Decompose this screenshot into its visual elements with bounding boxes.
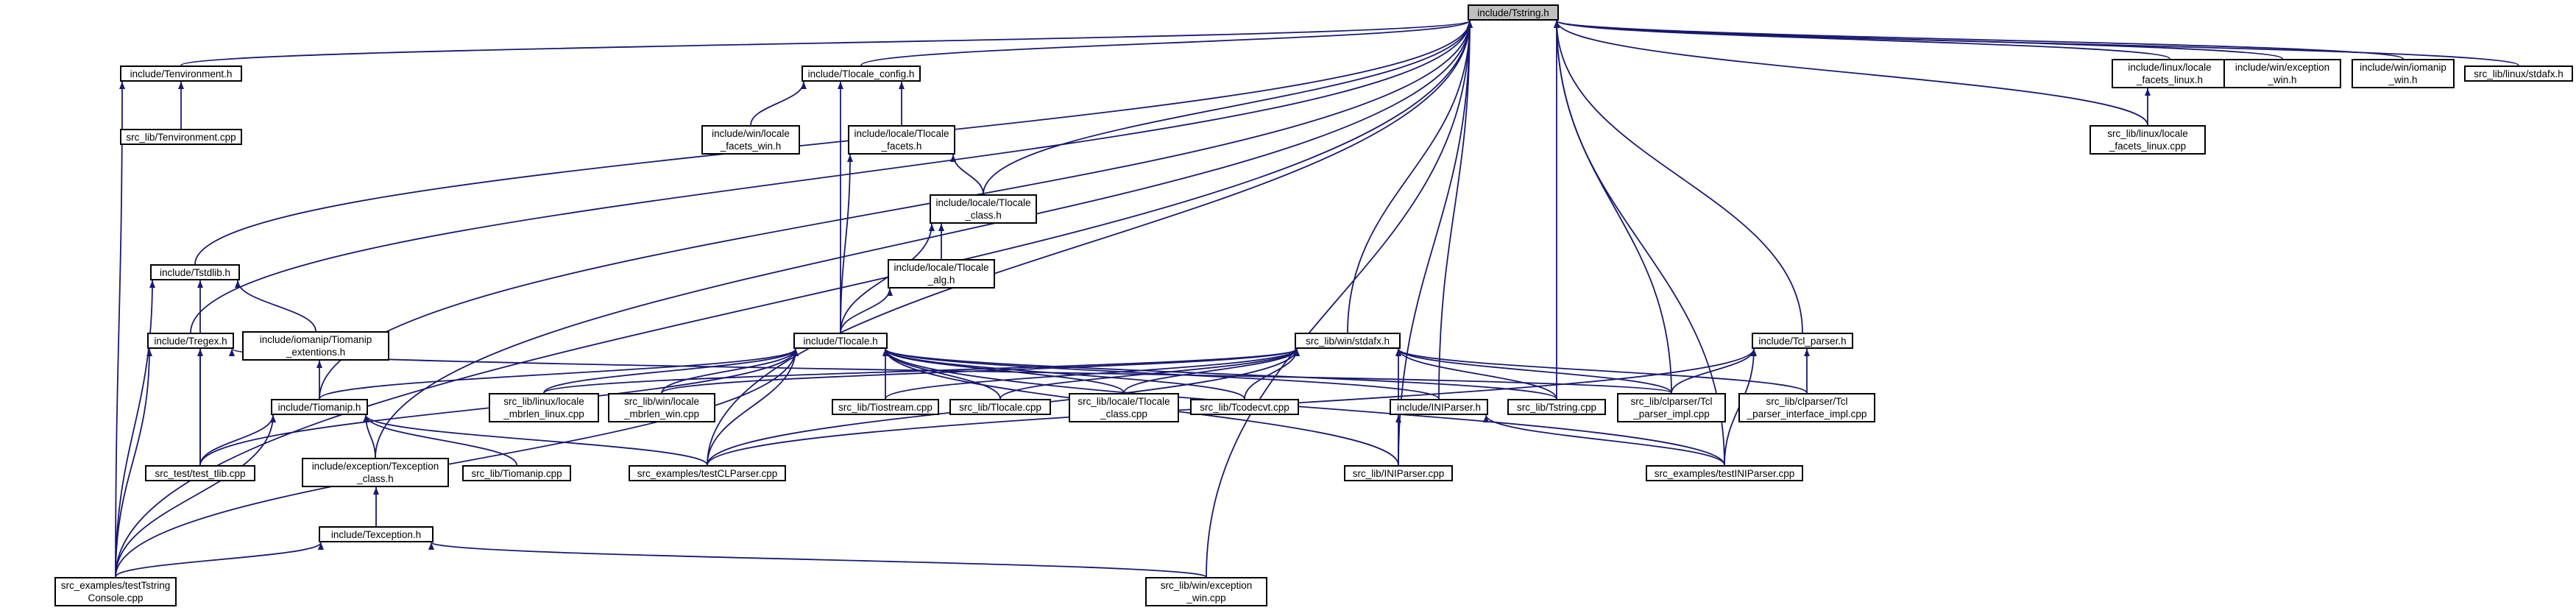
dependency-edge-n27-to-n9 [882, 348, 1440, 400]
dependency-edge-n9-to-n7 [840, 223, 935, 333]
node-src-lib-tstring-cpp[interactable]: src_lib/Tstring.cpp [1507, 399, 1606, 415]
node-src-test-test-tlib-cpp[interactable]: src_test/test_tlib.cpp [145, 465, 255, 481]
node-include-tiomanip-h[interactable]: include/Tiomanip.h [271, 399, 368, 415]
node-include-tstdlib-h[interactable]: include/Tstdlib.h [150, 264, 240, 280]
node-include-exception-texception-class-h[interactable]: include/exception/Texception _class.h [302, 458, 449, 487]
dependency-edge-n3-to-n16 [115, 542, 324, 578]
dependency-edge-n29-to-n0 [1554, 20, 1672, 394]
node-src-lib-clparser-tcl-parser-impl-cpp[interactable]: src_lib/clparser/Tcl _parser_impl.cpp [1617, 393, 1726, 422]
dependency-edge-n13-to-n9 [319, 348, 799, 400]
node-include-win-exception-win-h[interactable]: include/win/exception _win.h [2223, 59, 2341, 88]
node-include-iomanip-tiomanip-extentions-h[interactable]: include/iomanip/Tiomanip _extentions.h [242, 331, 389, 361]
node-src-lib-linux-locale-mbrlen-linux-cpp[interactable]: src_lib/linux/locale _mbrlen_linux.cpp [489, 393, 599, 422]
dependency-edge-n23-to-n9 [882, 348, 1001, 400]
dependency-edge-n32-to-n9 [882, 348, 1725, 466]
dependency-edge-n20-to-n9 [543, 348, 799, 394]
dependency-edge-n31-to-n0 [1398, 20, 1473, 466]
dependency-edge-n3-to-n0 [115, 20, 1473, 578]
dependency-edge-n3-to-n10 [115, 280, 155, 578]
node-src-lib-linux-stdafx-h[interactable]: src_lib/linux/stdafx.h [2464, 66, 2573, 82]
node-include-tcl-parser-h[interactable]: include/Tcl_parser.h [1752, 333, 1853, 349]
dependency-edge-n30-to-n26 [1395, 348, 1808, 394]
node-include-locale-tlocale-class-h[interactable]: include/locale/Tlocale _class.h [930, 194, 1037, 224]
dependency-edge-n15-to-n0 [375, 20, 1473, 459]
dependency-edge-n17-to-n0 [1206, 20, 1473, 578]
dependency-edge-n10-to-n0 [194, 20, 1473, 265]
dependency-edge-n26-to-n0 [1347, 20, 1473, 333]
node-src-examples-testclparser-cpp[interactable]: src_examples/testCLParser.cpp [629, 465, 786, 481]
dependency-edge-n14-to-n13 [199, 414, 276, 466]
dependency-edge-n28-to-n9 [882, 348, 1557, 400]
node-src-lib-tcodecvt-cpp[interactable]: src_lib/Tcodecvt.cpp [1190, 399, 1299, 415]
node-include-locale-tlocale-facets-h[interactable]: include/locale/Tlocale _facets.h [848, 125, 955, 155]
dependency-edge-n18-to-n13 [363, 414, 517, 466]
dependency-edge-n3-to-n9 [115, 348, 799, 578]
node-src-lib-win-stdafx-h[interactable]: src_lib/win/stdafx.h [1295, 333, 1401, 349]
dependency-edge-n17-to-n16 [428, 542, 1207, 578]
dependency-edge-n21-to-n26 [661, 348, 1300, 394]
dependency-edge-n9-to-n6 [840, 154, 853, 333]
dependency-edge-n7-to-n6 [950, 154, 984, 195]
dependency-edge-n22-to-n26 [885, 348, 1300, 400]
node-include-win-locale-facets-win-h[interactable]: include/win/locale _facets_win.h [701, 125, 800, 155]
dependency-edge-n29-to-n26 [1395, 348, 1672, 394]
dependency-edge-n19-to-n9 [707, 348, 799, 466]
dependency-edge-n4-to-n0 [860, 20, 1473, 66]
dependency-edge-n20-to-n26 [543, 348, 1300, 394]
node-src-lib-linux-locale-facets-linux-cpp[interactable]: src_lib/linux/locale _facets_linux.cpp [2090, 125, 2206, 155]
node-include-tlocale-config-h[interactable]: include/Tlocale_config.h [802, 66, 921, 82]
dependency-edge-n1-to-n0 [180, 20, 1473, 66]
node-include-texception-h[interactable]: include/Texception.h [319, 526, 434, 542]
node-src-lib-win-exception-win-cpp[interactable]: src_lib/win/exception _win.cpp [1145, 577, 1267, 606]
node-src-lib-tlocale-cpp[interactable]: src_lib/Tlocale.cpp [949, 399, 1051, 415]
dependency-edge-n19-to-n0 [707, 20, 1473, 466]
dependency-edge-n13-to-n0 [319, 20, 1473, 400]
dependency-edge-n9-to-n8 [840, 288, 893, 333]
dependency-edge-n34-to-n0 [1554, 20, 2170, 60]
dependency-edge-n27-to-n0 [1438, 20, 1473, 400]
node-src-examples-testiniparser-cpp[interactable]: src_examples/testINIParser.cpp [1646, 465, 1803, 481]
node-src-lib-locale-tlocale-class-cpp[interactable]: src_lib/locale/Tlocale _class.cpp [1069, 393, 1179, 422]
dependency-edge-n28-to-n26 [1395, 348, 1557, 400]
dependency-edge-n23-to-n26 [999, 348, 1300, 400]
dependency-edge-n33-to-n0 [1554, 20, 1803, 333]
dependency-edge-n29-to-n12 [229, 348, 1672, 394]
node-src-lib-win-locale-mbrlen-win-cpp[interactable]: src_lib/win/locale _mbrlen_win.cpp [608, 393, 715, 422]
node-include-tstring-h[interactable]: include/Tstring.h [1468, 4, 1559, 21]
dependency-edge-n32-to-n0 [1554, 20, 1725, 466]
dependency-edge-n25-to-n9 [882, 348, 1245, 400]
dependency-edge-n7-to-n0 [983, 20, 1473, 195]
node-include-tregex-h[interactable]: include/Tregex.h [147, 333, 234, 349]
node-include-locale-tlocale-alg-h[interactable]: include/locale/Tlocale _alg.h [888, 259, 995, 288]
dependency-edge-n21-to-n9 [661, 348, 799, 394]
dependency-edge-n38-to-n0 [1554, 20, 2519, 66]
node-include-linux-locale-facets-linux-h[interactable]: include/linux/locale _facets_linux.h [2112, 59, 2228, 88]
dependency-edge-n3-to-n1 [115, 81, 125, 578]
node-src-lib-iniparser-cpp[interactable]: src_lib/INIParser.cpp [1344, 465, 1453, 481]
node-include-tlocale-h[interactable]: include/Tlocale.h [793, 333, 888, 349]
node-include-win-iomanip-win-h[interactable]: include/win/iomanip _win.h [2352, 59, 2455, 88]
node-include-tenvironment-h[interactable]: include/Tenvironment.h [120, 66, 242, 82]
node-src-examples-testtstring-console-cpp[interactable]: src_examples/testTstring Console.cpp [54, 577, 177, 606]
dependency-edge-n35-to-n0 [1554, 20, 2148, 126]
dependency-edge-n5-to-n4 [750, 81, 807, 126]
dependency-edge-n3-to-n13 [115, 414, 276, 578]
dependency-edge-n24-to-n26 [1123, 348, 1300, 394]
dependency-edge-n32-to-n27 [1483, 414, 1725, 466]
node-include-iniparser-h[interactable]: include/INIParser.h [1390, 399, 1488, 415]
node-src-lib-tiostream-cpp[interactable]: src_lib/Tiostream.cpp [832, 399, 939, 415]
dependency-edge-n19-to-n13 [363, 414, 708, 466]
node-src-lib-tiomanip-cpp[interactable]: src_lib/Tiomanip.cpp [462, 465, 571, 481]
node-src-lib-clparser-tcl-parser-interface-impl-cpp[interactable]: src_lib/clparser/Tcl _parser_interface_i… [1738, 393, 1875, 422]
dependency-edge-n3-to-n12 [115, 348, 152, 578]
dependency-edge-n11-to-n10 [235, 280, 316, 332]
dependency-edge-n29-to-n33 [1671, 348, 1757, 394]
dependency-edge-n12-to-n0 [190, 20, 1473, 333]
dependency-edge-n37-to-n0 [1554, 20, 2404, 60]
node-src-lib-tenvironment-cpp[interactable]: src_lib/Tenvironment.cpp [120, 129, 242, 145]
